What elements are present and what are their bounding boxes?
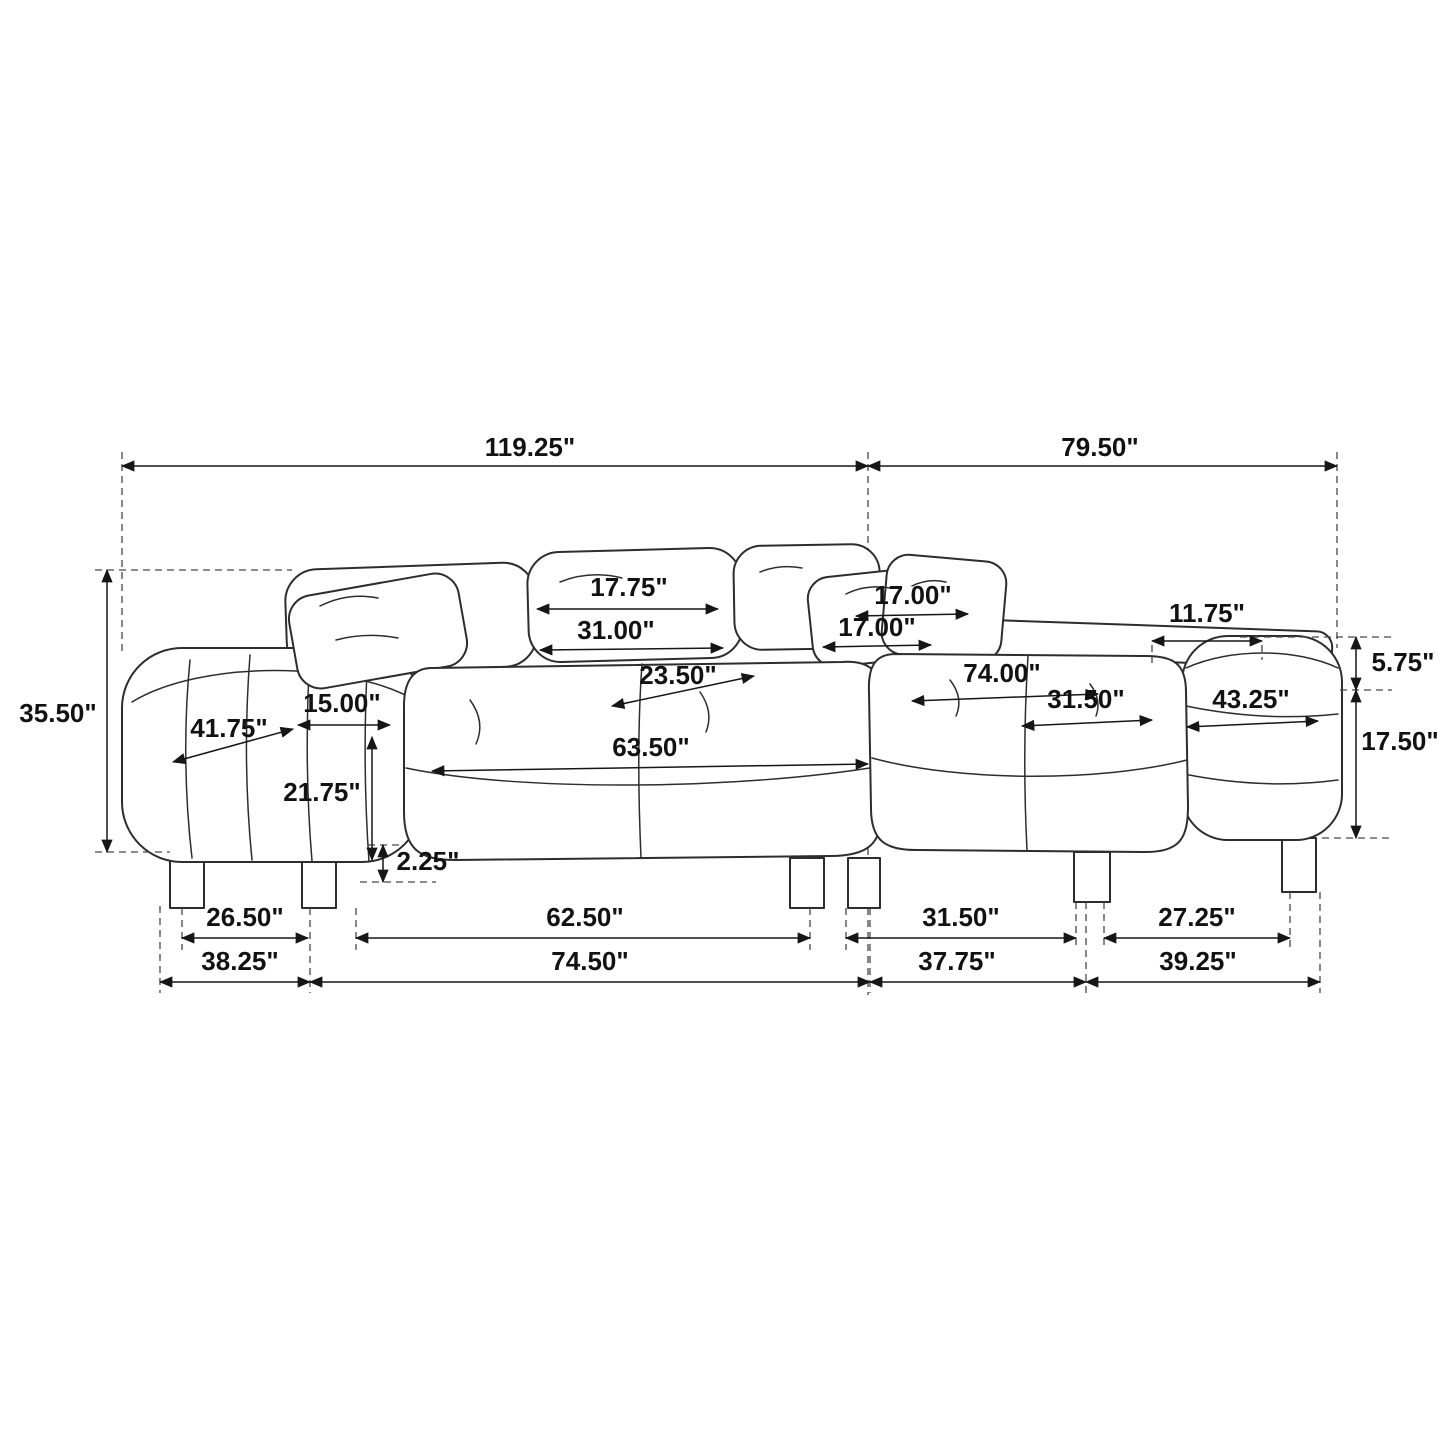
dim-line-chaise-inner-depth	[1185, 715, 1320, 733]
dim-line-seat-width	[430, 758, 870, 777]
sofa-leg	[169, 857, 205, 909]
dimension-lines	[101, 460, 1362, 988]
dim-line-back-cushion-width	[538, 642, 725, 656]
dim-label-chaise-inner-depth: 43.25"	[1212, 684, 1289, 714]
arm-top-roll	[1185, 652, 1339, 669]
fabric-fold	[559, 574, 623, 583]
dim-label-leg-span-chaise: 27.25"	[1158, 902, 1235, 932]
arm-seam	[1183, 773, 1339, 785]
dim-label-chaise-cushion-width: 31.50"	[1047, 684, 1124, 714]
dim-label-inner-leg-span-center: 62.50"	[546, 902, 623, 932]
dim-label-chaise-depth: 74.00"	[963, 658, 1040, 688]
fabric-fold	[911, 579, 947, 587]
sofa-drawing	[121, 543, 1343, 909]
dim-label-leg-height: 2.25"	[397, 846, 460, 876]
dim-label-arm-to-seat-rise: 5.75"	[1372, 647, 1435, 677]
fabric-fold	[469, 699, 481, 745]
dim-line-toss-pillow-width	[854, 608, 970, 622]
fabric-fold	[319, 595, 379, 607]
dim-label-base-depth-chaise: 39.25"	[1159, 946, 1236, 976]
back-cushion-center	[526, 547, 744, 663]
dim-label-left-arm-depth: 41.75"	[190, 713, 267, 743]
seat-front-edge	[871, 757, 1188, 777]
dim-label-back-cushion-width: 31.00"	[577, 615, 654, 645]
dim-label-overall-width: 119.25"	[485, 432, 575, 462]
dim-label-seat-depth: 23.50"	[639, 660, 716, 690]
right-arm	[1181, 635, 1343, 841]
dim-line-toss-pillow-height	[821, 639, 933, 653]
dim-line-seat-depth	[610, 673, 756, 709]
dim-label-toss-pillow-width: 17.00"	[874, 580, 951, 610]
sofa-leg	[301, 859, 337, 909]
dim-label-seat-height: 17.50"	[1361, 726, 1438, 756]
dim-label-base-span-right: 37.75"	[918, 946, 995, 976]
dimension-labels: 119.25" 79.50" 35.50" 17.75" 31.00" 17.0…	[19, 432, 1438, 976]
dim-label-inner-leg-span-right: 31.50"	[922, 902, 999, 932]
dim-line-left-arm-depth	[171, 726, 295, 765]
dim-label-toss-pillow-height: 17.00"	[838, 612, 915, 642]
left-arm	[121, 647, 423, 863]
sofa-leg	[847, 857, 881, 909]
dim-label-base-depth-left: 38.25"	[201, 946, 278, 976]
arm-top-roll	[131, 669, 419, 703]
dim-label-front-leg-span-left: 26.50"	[206, 902, 283, 932]
dim-label-chaise-side-width: 79.50"	[1061, 432, 1138, 462]
dim-label-back-pillow-width: 17.75"	[590, 572, 667, 602]
fabric-fold	[845, 586, 891, 595]
dim-line-chaise-depth	[910, 688, 1100, 707]
dim-label-overall-height: 35.50"	[19, 698, 96, 728]
dim-label-arm-width: 15.00"	[303, 688, 380, 718]
fabric-fold	[759, 565, 803, 573]
sofa-leg	[789, 857, 825, 909]
dim-label-arm-height: 21.75"	[283, 777, 360, 807]
sofa-leg	[1073, 851, 1111, 903]
dim-label-base-span-center: 74.50"	[551, 946, 628, 976]
dim-line-chaise-cushion-width	[1020, 714, 1154, 732]
sofa-leg	[1281, 837, 1317, 893]
toss-pillow-left	[287, 572, 469, 690]
dim-label-seat-width: 63.50"	[612, 732, 689, 762]
extension-lines	[95, 452, 1392, 993]
seat-seam	[1024, 655, 1029, 851]
fabric-fold	[335, 634, 399, 641]
dim-label-right-arm-top-width: 11.75"	[1169, 598, 1245, 628]
